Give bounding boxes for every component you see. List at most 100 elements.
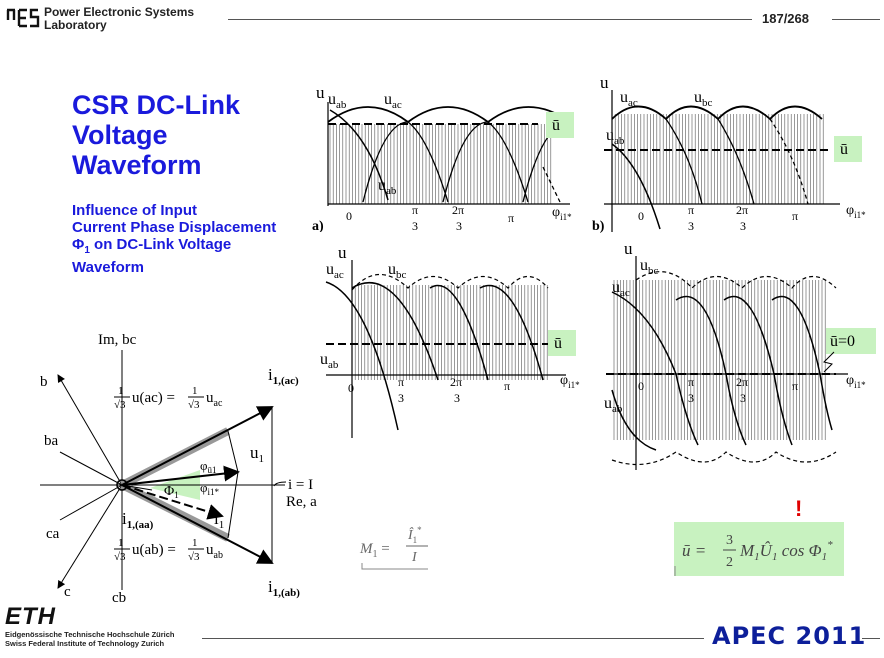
i-eq-pointer	[273, 481, 287, 487]
lab-name: Power Electronic Systems Laboratory	[44, 6, 194, 32]
plot-a-u: u	[316, 83, 325, 102]
plot-a-phi: φi1*	[552, 205, 572, 222]
u1-label: u1	[250, 443, 264, 465]
plot-b-2pi3-den: 3	[740, 219, 746, 233]
ba-label: ba	[44, 433, 59, 449]
eq-ac: u(ac) =	[132, 390, 175, 406]
footer-rule	[202, 638, 704, 639]
slide-subtitle: Influence of Input Current Phase Displac…	[72, 202, 276, 276]
plot-c-2pi3-den: 3	[454, 391, 460, 405]
plot-d-dash-env	[635, 271, 837, 289]
plot-c-hatch	[351, 285, 548, 380]
subtitle-line3: Φ1 on DC-Link Voltage	[72, 236, 276, 259]
plot-a-curve-3	[442, 121, 529, 203]
plot-a-dash	[542, 166, 561, 203]
plot-a-pi3-den: 3	[412, 219, 418, 232]
subtitle-line3-rest: on DC-Link Voltage	[89, 236, 232, 253]
b-axis	[57, 374, 123, 486]
exclaim-mark: !	[795, 496, 803, 521]
i1-ab-label: i1,(ab)	[268, 577, 300, 599]
i1-ac-label: i1,(ac)	[268, 365, 299, 387]
ubar-den: 2	[726, 555, 733, 570]
plot-b-zero: 0	[638, 209, 644, 223]
plot-c-ubar: ū	[554, 335, 562, 352]
origin-point	[116, 479, 128, 491]
b-label: b	[40, 374, 48, 390]
plot-a-hatch	[329, 124, 552, 204]
plot-c-uac: uac	[326, 261, 344, 281]
plot-b-curve-2	[665, 118, 703, 205]
plot-c-phi: φi1*	[560, 373, 580, 390]
plot-b-hatch	[611, 114, 824, 204]
ubar-formula: ū = 3 2 M1Û1 cos Φ1*	[674, 522, 844, 576]
waveform-plot-b: ū u uac ubc uab 0 π 3 2π 3 π φi1* b)	[592, 74, 866, 234]
ca-label: ca	[46, 526, 60, 542]
header-rule	[228, 19, 752, 20]
cb-label: cb	[112, 590, 126, 606]
plot-d-zero: 0	[638, 379, 644, 393]
plot-b-pi3: π	[688, 203, 694, 217]
phi-i-label: φi1*	[200, 480, 220, 497]
plot-b-ubar: ū	[840, 141, 848, 158]
m1-formula: M1 = Î1* I	[359, 525, 428, 570]
frac-ac-den: √3	[114, 399, 126, 411]
plot-b-u: u	[600, 74, 609, 92]
eq-ac-rhs: uac	[206, 390, 223, 409]
subtitle-phi-sub: 1	[84, 245, 90, 256]
i1-aa-label: i1,(aa)	[122, 509, 154, 531]
i1-ac-vector	[121, 406, 274, 486]
lab-name-line2: Laboratory	[44, 18, 107, 32]
plot-b-curve-3	[717, 118, 755, 205]
plot-c-pi3-den: 3	[398, 391, 404, 405]
lab-name-line1: Power Electronic Systems	[44, 5, 195, 19]
waveform-plot-c: ū u uac ubc uab 0 π 3 2π 3 π φi1*	[320, 243, 580, 438]
plot-c-curve-3	[429, 284, 489, 381]
plot-c-curve-1	[325, 281, 399, 431]
re-axis-label: Re, a	[286, 494, 317, 510]
c-axis	[57, 484, 123, 589]
plot-d-dash-env-low	[611, 451, 837, 466]
ubar-lhs: ū =	[682, 541, 706, 560]
plot-b-curve-ab	[611, 143, 661, 230]
ubar-rest: M1Û1 cos Φ1*	[739, 539, 833, 563]
plot-a-pi3: π	[412, 203, 418, 217]
m1-num: Î1*	[407, 525, 422, 545]
plot-d-2pi3: 2π	[736, 375, 748, 389]
plot-b-label: b)	[592, 219, 605, 234]
plot-d-ubar: ū=0	[830, 333, 855, 350]
plot-a-curve-ab	[329, 109, 389, 201]
ubar-formula-box	[674, 522, 844, 576]
phasor-diagram: Im, bc b ba ca c cb Re, a i = I 1 √3 u(a…	[40, 332, 317, 606]
slide-title-line1: CSR DC-Link	[72, 90, 240, 120]
plot-d-phi: φi1*	[846, 373, 866, 390]
i1-ab-vector	[121, 484, 274, 564]
plot-b-curve-4	[769, 118, 809, 205]
plot-d-ubc: ubc	[640, 257, 659, 277]
ca-axis	[59, 484, 123, 521]
eth-name: Eidgenössische Technische Hochschule Zür…	[5, 630, 175, 648]
eq-ab-rhs: uab	[206, 542, 223, 561]
eth-name-line2: Swiss Federal Institute of Technology Zu…	[5, 639, 165, 648]
i1star-vector	[121, 484, 224, 520]
header-rule-right	[832, 19, 880, 20]
plot-a-uab2: uab	[378, 177, 397, 197]
plot-c-uab: uab	[320, 351, 339, 371]
m1-den: I	[411, 550, 418, 565]
plot-a-uab: uab	[328, 91, 347, 111]
i-eq-label: i = I	[288, 477, 313, 493]
plot-c-dash-env	[351, 273, 549, 291]
plot-b-pi: π	[792, 209, 798, 223]
plot-a-uac: uac	[384, 91, 402, 111]
subtitle-line2: Current Phase Displacement	[72, 219, 277, 236]
plot-b-ubc: ubc	[694, 89, 713, 109]
plot-a-envelope	[327, 106, 571, 124]
perp-ac	[227, 430, 239, 473]
ubar-num: 3	[726, 533, 733, 548]
eth-logo: ETH	[5, 603, 56, 630]
ba-axis	[59, 451, 123, 486]
plot-d-pi3: π	[688, 375, 694, 389]
plot-c-zero: 0	[348, 381, 354, 395]
frac-ac2-num: 1	[192, 385, 198, 397]
im-axis-label: Im, bc	[98, 332, 137, 348]
plot-d-hatch	[613, 280, 826, 440]
